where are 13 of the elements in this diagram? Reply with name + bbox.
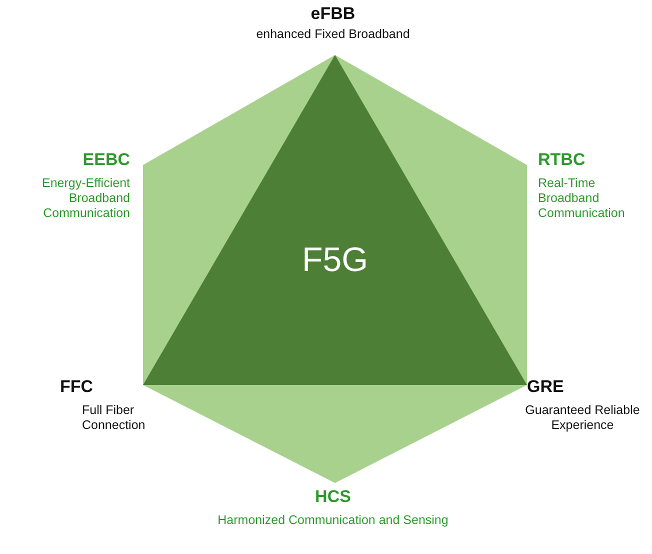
description-label: Full Fiber Connection	[82, 403, 146, 433]
center-label: F5G	[300, 240, 370, 280]
description-label: enhanced Fixed Broadband	[255, 27, 411, 42]
acronym-label: FFC	[60, 377, 94, 398]
acronym-label: RTBC	[538, 150, 586, 170]
description-label: Harmonized Communication and Sensing	[216, 513, 450, 528]
description-label: Energy-Efficient Broadband Communication	[40, 176, 130, 221]
acronym-label: HCS	[314, 487, 352, 508]
description-label: Guaranteed Reliable Experience	[524, 403, 641, 433]
acronym-label: eFBB	[310, 4, 356, 24]
acronym-label: EEBC	[82, 150, 130, 170]
description-label: Real-Time Broadband Communication	[538, 176, 626, 221]
acronym-label: GRE	[527, 377, 565, 398]
